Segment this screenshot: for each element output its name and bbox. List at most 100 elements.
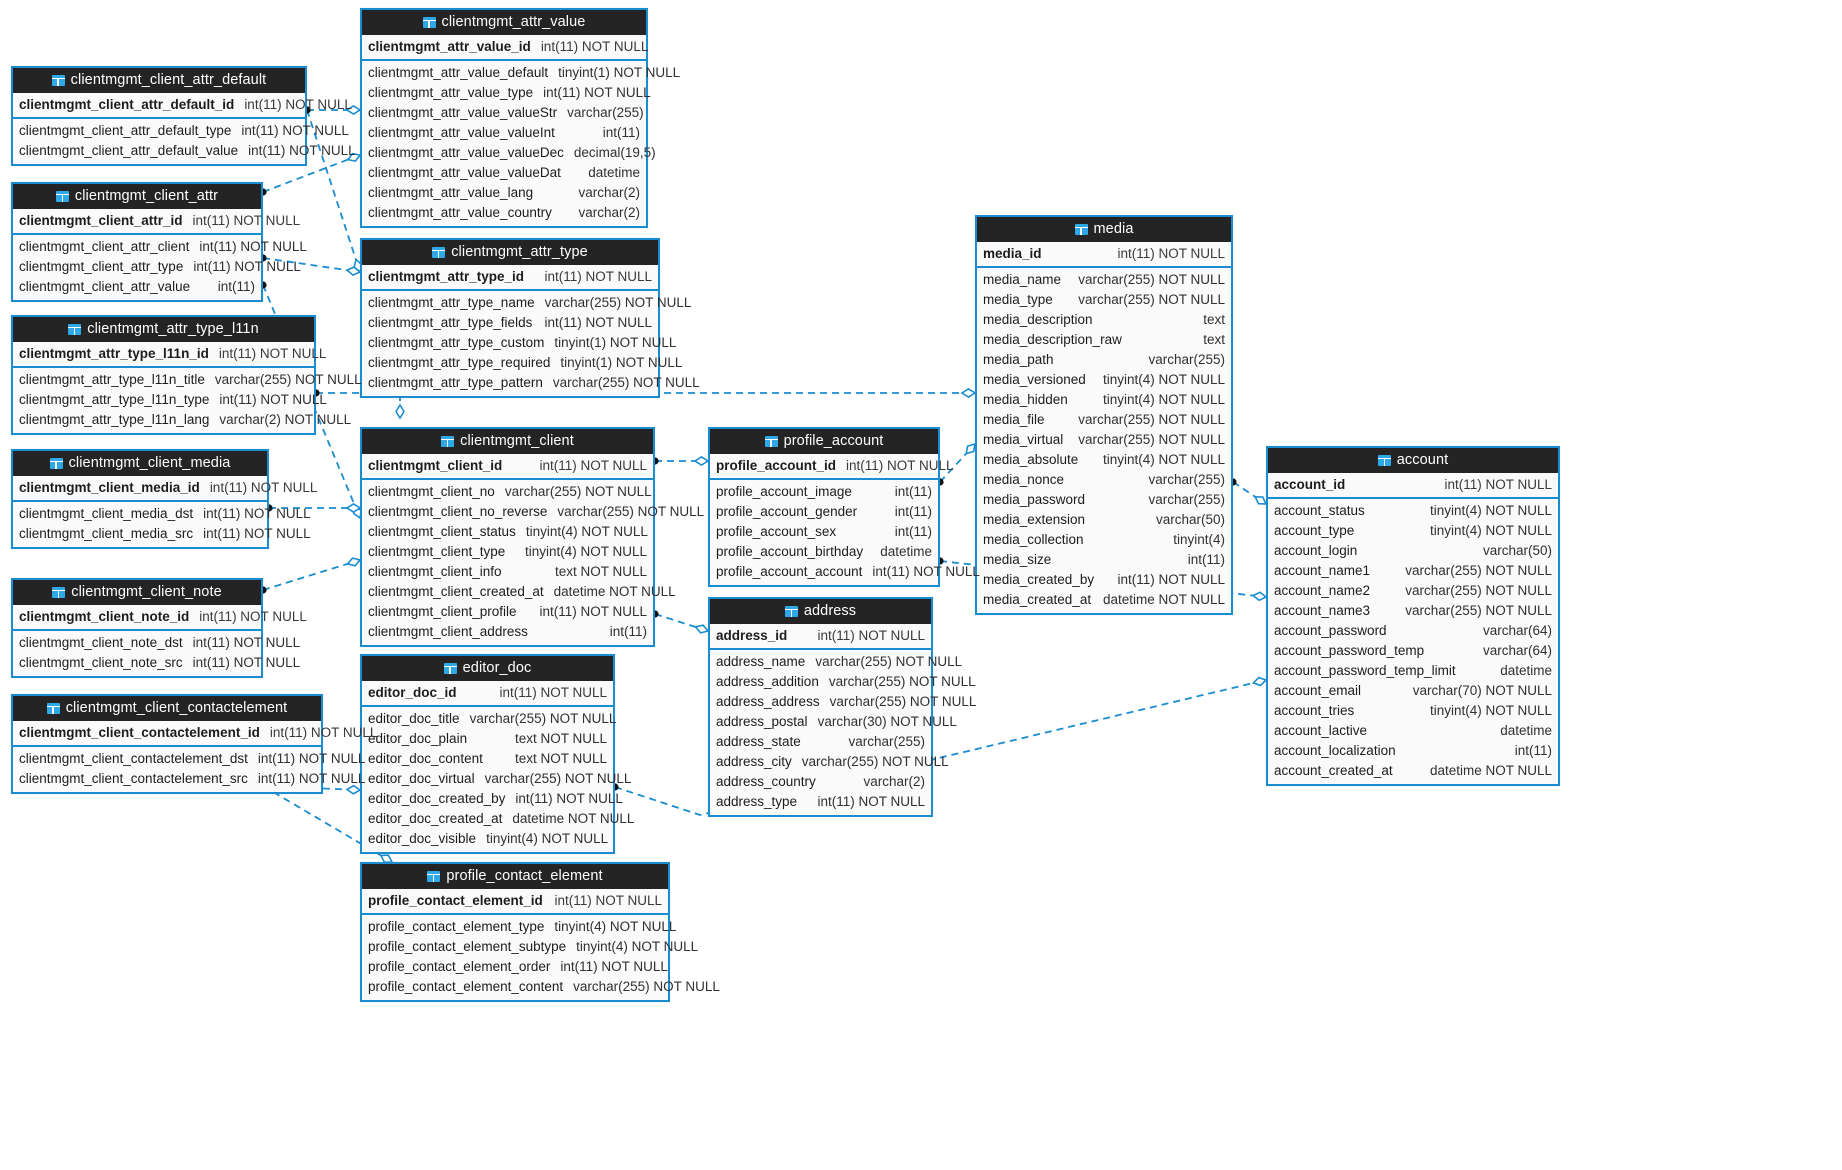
field-type: int(11) NOT NULL: [540, 39, 649, 54]
table-title: clientmgmt_client: [460, 433, 574, 449]
entity-table-clientmgmt_attr_type_l11n[interactable]: clientmgmt_attr_type_l11n clientmgmt_attr…: [11, 315, 362, 435]
field-name: clientmgmt_attr_type_id: [368, 269, 525, 284]
field-name: media_versioned: [983, 372, 1086, 387]
field-type: datetime NOT NULL: [1429, 763, 1552, 778]
field-type: text: [1203, 332, 1225, 347]
field-name: editor_doc_id: [368, 685, 457, 700]
field-type: int(11) NOT NULL: [544, 315, 652, 330]
table-header-clientmgmt_client: clientmgmt_client: [362, 429, 653, 454]
table-header-clientmgmt_client_contactelement: clientmgmt_client_contactelement: [13, 696, 321, 721]
field-name: clientmgmt_client_media_src: [19, 526, 194, 541]
table-icon: [1074, 223, 1088, 235]
table-title: clientmgmt_attr_type_l11n: [87, 321, 259, 337]
field-type: tinyint(4) NOT NULL: [576, 939, 699, 954]
field-type: varchar(255) NOT NULL: [1078, 272, 1225, 287]
table-icon: [49, 457, 63, 469]
field-type: text NOT NULL: [514, 731, 607, 746]
relationship-target-marker: [965, 442, 977, 455]
field-name: clientmgmt_attr_value_country: [368, 205, 552, 220]
relationship-target-marker: [1253, 495, 1268, 505]
field-type: int(11) NOT NULL: [269, 725, 378, 740]
field-name: clientmgmt_client_contactelement_dst: [19, 751, 248, 766]
table-title: address: [803, 603, 857, 619]
table-row: media_name varchar(255) NOT NULL: [977, 270, 1231, 290]
field-name: account_name1: [1274, 563, 1371, 578]
field-name: address_name: [716, 654, 806, 669]
field-type: text NOT NULL: [514, 751, 607, 766]
table-icon: [1377, 454, 1391, 466]
table-header-clientmgmt_client_attr: clientmgmt_client_attr: [13, 184, 261, 209]
field-type: int(11) NOT NULL: [817, 628, 925, 643]
field-name: account_login: [1274, 543, 1358, 558]
table-header-media: media: [977, 217, 1231, 242]
table-header-clientmgmt_attr_value: clientmgmt_attr_value: [362, 10, 646, 35]
field-type: varchar(2): [578, 185, 640, 200]
field-name: media_name: [983, 272, 1062, 287]
field-type: int(11): [894, 484, 932, 499]
field-name: clientmgmt_attr_type_l11n_type: [19, 392, 210, 407]
field-name: media_password: [983, 492, 1086, 507]
field-name: media_file: [983, 412, 1045, 427]
field-type: int(11) NOT NULL: [544, 269, 652, 284]
field-type: varchar(255) NOT NULL: [484, 771, 632, 786]
table-icon: [441, 435, 455, 447]
field-type: text: [1203, 312, 1225, 327]
field-type: varchar(255) NOT NULL: [1405, 583, 1552, 598]
field-type: int(11) NOT NULL: [872, 564, 980, 579]
table-icon: [427, 870, 441, 882]
field-name: media_size: [983, 552, 1052, 567]
table-icon: [432, 246, 446, 258]
field-name: profile_account_id: [716, 458, 837, 473]
table-icon: [784, 605, 798, 617]
field-type: varchar(255) NOT NULL: [1078, 432, 1225, 447]
field-type: int(11) NOT NULL: [539, 458, 647, 473]
field-name: clientmgmt_client_created_at: [368, 584, 544, 599]
